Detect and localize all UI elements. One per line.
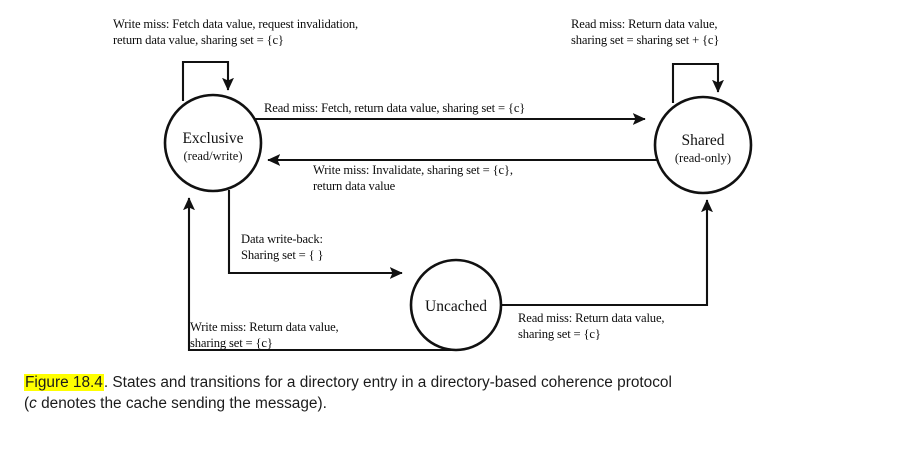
state-circle-exclusive [163,93,263,193]
caption-italic-c: c [29,395,37,412]
state-diagram: Exclusive (read/write) Shared (read-only… [113,17,753,352]
state-sublabel-exclusive: (read/write) [184,149,243,163]
state-label-exclusive: Exclusive [182,130,243,147]
state-circle-shared [653,95,753,195]
transition-label-uncached-to-exclusive: Write miss: Return data value, sharing s… [190,320,339,350]
transition-path-shared-self [671,62,724,103]
state-label-uncached: Uncached [425,298,487,315]
state-node-uncached[interactable]: Uncached [409,258,503,352]
figure-number: Figure 18.4 [24,374,104,391]
state-diagram-canvas: Exclusive (read/write) Shared (read-only… [163,60,753,352]
state-node-exclusive[interactable]: Exclusive (read/write) [163,93,263,193]
state-sublabel-shared: (read-only) [675,151,731,165]
caption-paren-open: ( [24,395,30,412]
caption-line1-text: . States and transitions for a directory… [103,374,672,391]
state-circle-uncached [409,258,503,352]
transition-label-exclusive-to-uncached: Data write-back: Sharing set = { } [241,232,324,262]
transition-path-exclusive-self [181,60,234,101]
state-node-shared[interactable]: Shared (read-only) [653,95,753,195]
figure-caption: Figure 18.4. States and transitions for … [24,372,880,414]
state-label-shared: Shared [681,132,724,149]
transition-path-uncached-to-shared [501,199,713,307]
transition-path-uncached-to-exclusive [183,197,456,352]
transition-label-shared-self: Read miss: Return data value, sharing se… [571,17,720,47]
transition-label-uncached-to-shared: Read miss: Return data value, sharing se… [518,311,665,341]
caption-line2-text: denotes the cache sending the message). [36,395,327,412]
transition-path-exclusive-to-uncached [227,190,403,279]
transition-label-shared-to-exclusive: Write miss: Invalidate, sharing set = {c… [313,163,513,193]
transition-label-exclusive-self: Write miss: Fetch data value, request in… [113,17,359,47]
transition-label-exclusive-to-shared: Read miss: Fetch, return data value, sha… [264,101,526,115]
caption-line2: (c denotes the cache sending the message… [24,393,880,414]
